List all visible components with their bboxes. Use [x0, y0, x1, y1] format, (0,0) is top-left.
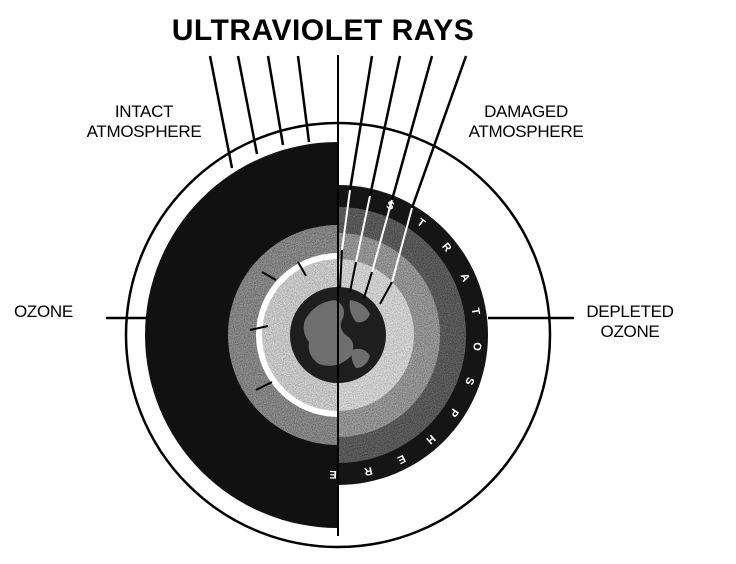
uv-ray-penetrating — [391, 207, 413, 283]
depleted-label-line-2: OZONE — [600, 322, 660, 341]
ring-tick — [249, 325, 269, 331]
inner-ring-ticks — [249, 261, 307, 391]
ozone-label: OZONE — [14, 302, 73, 321]
depleted-label-line-1: DEPLETED — [586, 302, 674, 321]
uv-ray-penetrating — [371, 199, 393, 273]
intact-label-line-1: INTACT — [114, 102, 174, 121]
uv-rays-penetrating — [341, 189, 413, 283]
ring-tick — [255, 381, 273, 391]
ring-tick — [261, 271, 277, 281]
damaged-label-line-1: DAMAGED — [484, 102, 568, 121]
uv-ray — [208, 55, 234, 169]
uv-ray — [410, 55, 468, 209]
ring-tick — [297, 261, 307, 277]
damaged-label-line-2: ATMOSPHERE — [468, 122, 584, 141]
uv-ray — [236, 55, 259, 155]
uv-rays-right — [348, 55, 468, 209]
earth-continents — [303, 300, 370, 368]
damaged-atmosphere-half — [338, 142, 531, 528]
uv-ray — [348, 55, 374, 191]
uv-rays-left — [208, 55, 311, 169]
uv-ray-penetrating — [341, 189, 351, 251]
uv-ray — [266, 55, 285, 146]
uv-ray-to-surface — [379, 281, 393, 305]
depleted-ozone-label: DEPLETED OZONE — [575, 302, 685, 342]
intact-label-line-2: ATMOSPHERE — [86, 122, 202, 141]
uv-ray-to-surface — [363, 271, 373, 299]
damaged-atmosphere-label: DAMAGED ATMOSPHERE — [446, 102, 606, 142]
uv-ray — [390, 55, 434, 201]
uv-ray-penetrating — [355, 195, 371, 263]
uv-ray-to-surface — [339, 249, 343, 289]
uv-rays-to-surface — [339, 249, 393, 305]
intact-atmosphere-label: INTACT ATMOSPHERE — [64, 102, 224, 142]
diagram-title: ULTRAVIOLET RAYS — [171, 14, 475, 47]
uv-ray-to-surface — [349, 261, 357, 293]
uv-ray — [296, 55, 311, 143]
uv-ray — [368, 55, 402, 197]
